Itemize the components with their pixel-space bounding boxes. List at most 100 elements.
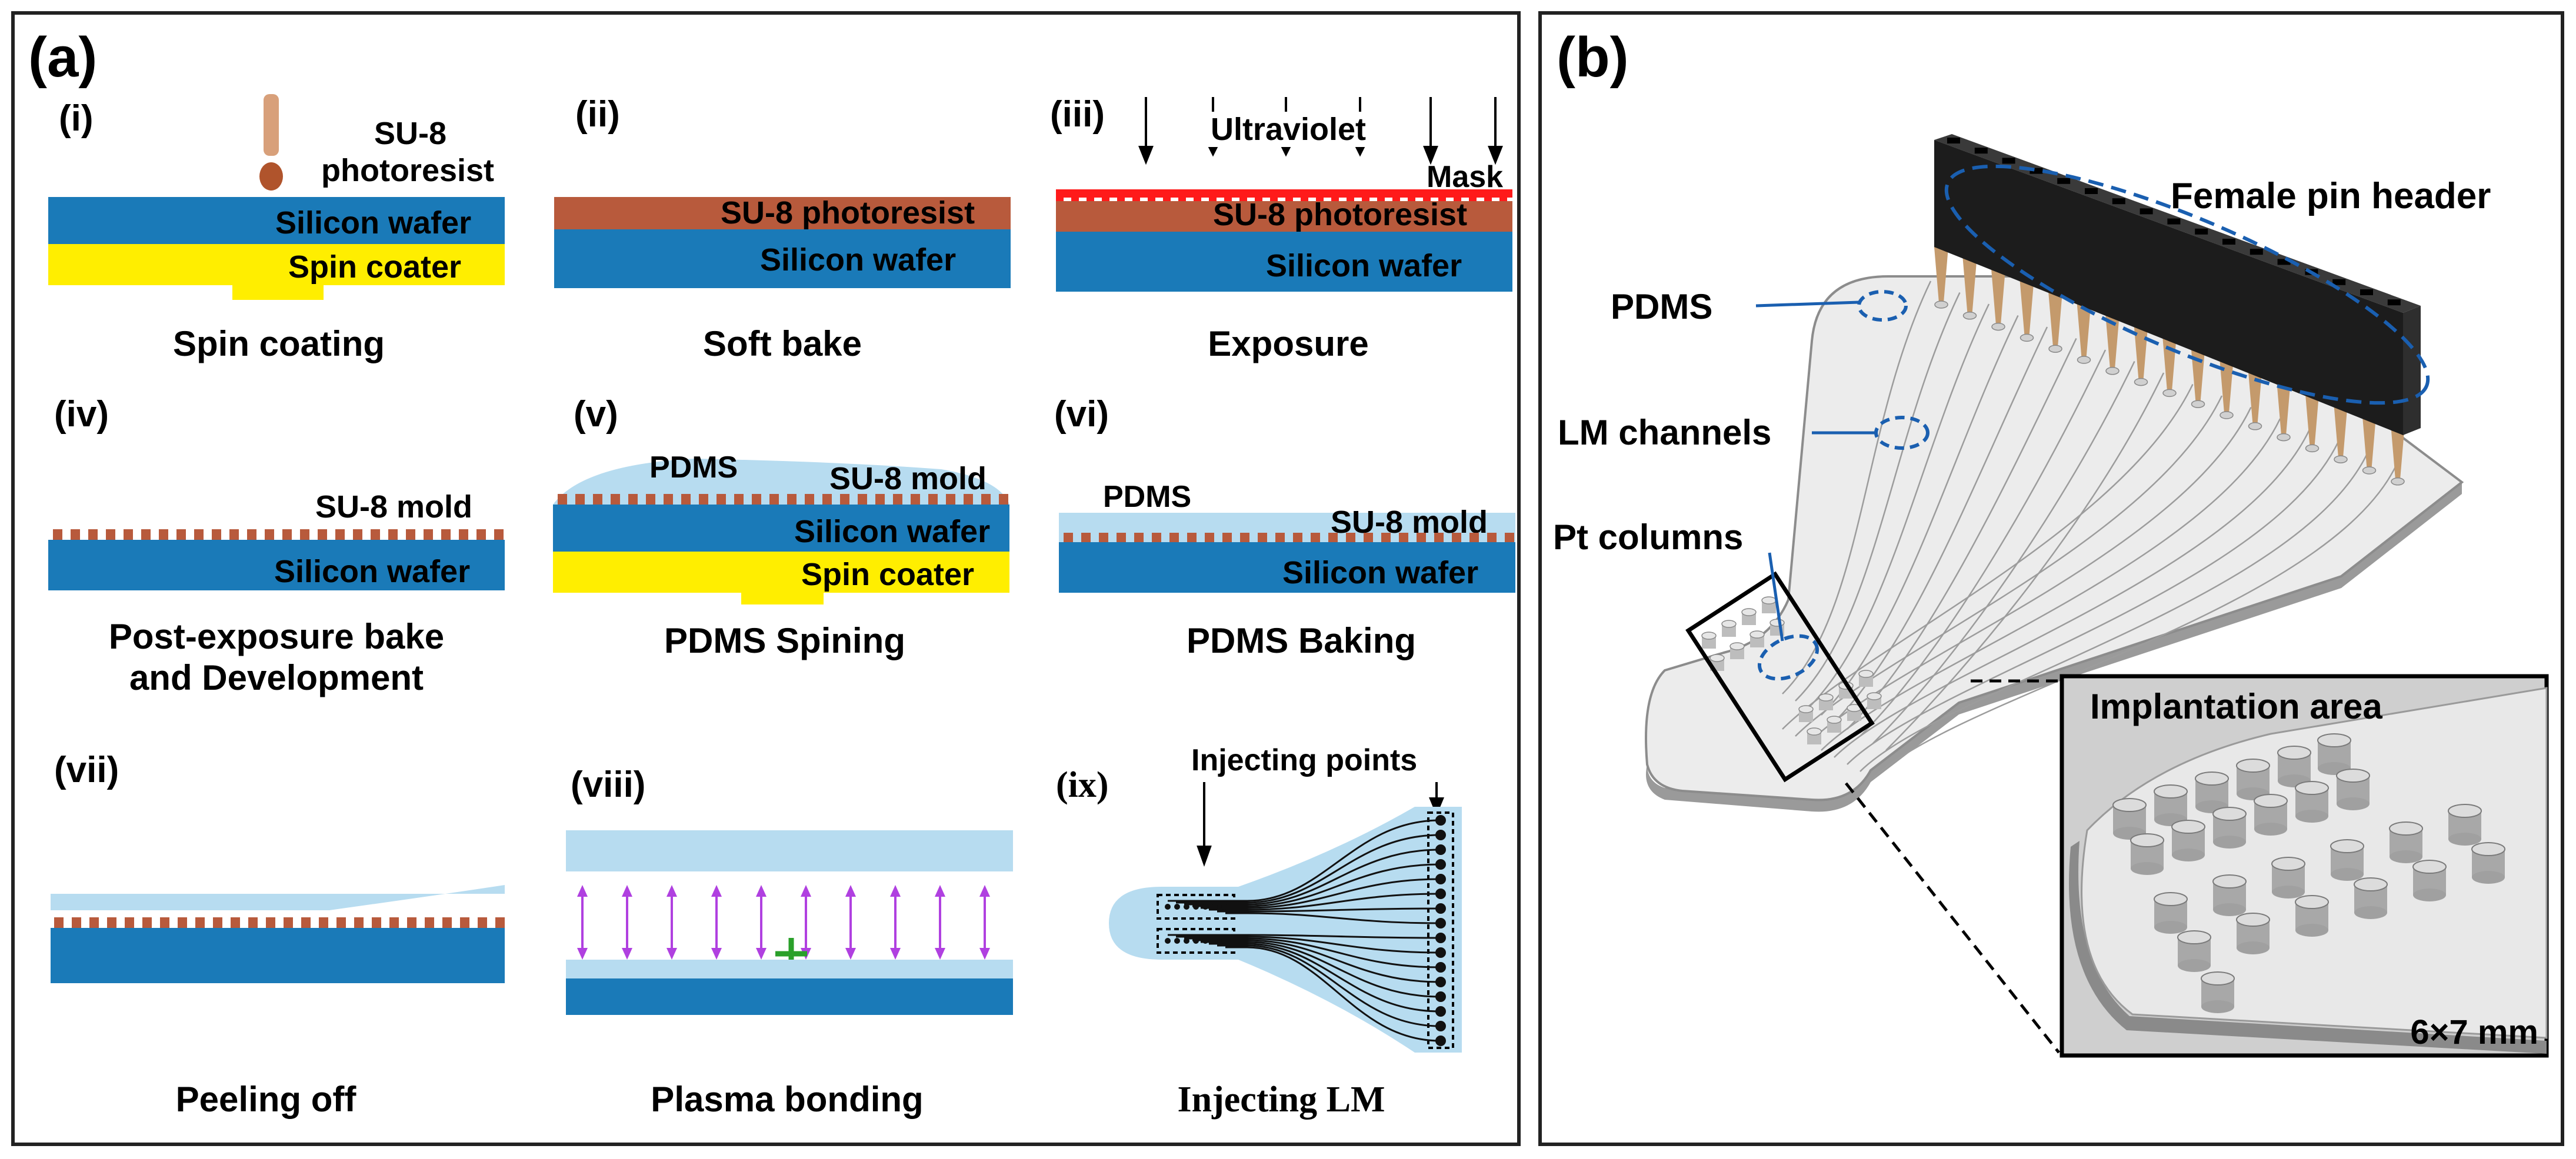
- header-front: [1934, 140, 2403, 435]
- su8-layer: [554, 197, 1011, 229]
- su8-mold-bump: [353, 529, 362, 540]
- pin-pad: [2191, 400, 2205, 408]
- panel-a-label: (a): [28, 26, 97, 89]
- inset-pt-column-base: [2337, 797, 2370, 810]
- pin-pad: [2020, 333, 2034, 342]
- lm-channel-trace: [1795, 292, 1961, 702]
- su8-mold-bump: [407, 917, 416, 928]
- header-pin: [2305, 390, 2320, 447]
- su8-mold-bump: [301, 917, 311, 928]
- lm-channel-trace: [1859, 452, 2368, 772]
- lm-channel-trace: [1834, 429, 2310, 758]
- plasma-arrow-head-down: [890, 948, 901, 960]
- su8-mold-bump: [1505, 533, 1514, 542]
- inset-pt-column-base: [2201, 1000, 2234, 1013]
- su8-mold-bump: [699, 494, 708, 505]
- mask-tooth: [1224, 198, 1232, 202]
- su8-mold-bump: [822, 494, 832, 505]
- su8-mold-bump: [1417, 533, 1426, 542]
- lm-channel-trace: [1821, 418, 2281, 751]
- su8-mold-pattern: [54, 917, 505, 928]
- inset-pt-column-top: [2254, 794, 2288, 808]
- plasma-arrow-head-down: [711, 948, 722, 960]
- electrode-dot: [1174, 938, 1180, 944]
- inset-pt-column-base: [2213, 836, 2246, 849]
- inset-pt-column-base: [2272, 886, 2305, 899]
- header-hole: [2277, 259, 2291, 265]
- lm-channel-line: [1225, 912, 1441, 924]
- channel-notch: [574, 871, 584, 882]
- channel-notch: [654, 871, 664, 882]
- panel-b-label: (b): [1557, 26, 1629, 89]
- su8-mold-bump: [1222, 533, 1232, 542]
- spin-coater-label: Spin coater: [801, 557, 974, 592]
- su8-mold-bump: [72, 917, 81, 928]
- lm-channel-trace: [1872, 360, 2135, 744]
- mask-tooth: [1117, 198, 1125, 202]
- su8-label-line2: photoresist: [321, 153, 494, 188]
- mask-tooth: [1285, 198, 1293, 202]
- step-viii: (viii) Plasma bonding: [566, 764, 1013, 1119]
- mask-tooth: [1056, 198, 1064, 202]
- channel-notch: [594, 871, 604, 882]
- mask-label: Mask: [1427, 160, 1503, 194]
- mask-tooth: [1484, 198, 1492, 202]
- step-ii-number: (ii): [575, 94, 620, 135]
- silicon-wafer-layer: [48, 197, 505, 244]
- step-iv: (iv) SU-8 mold Silicon wafer Post-exposu…: [48, 394, 505, 697]
- su8-mold-bump: [1328, 533, 1338, 542]
- su8-mold-bump: [752, 494, 761, 505]
- plasma-arrow-head-down: [577, 948, 588, 960]
- inset-pt-column-base: [2172, 849, 2205, 861]
- lm-channel-line: [1192, 939, 1441, 983]
- su8-mold-bump: [1205, 533, 1214, 542]
- lm-channel-trace: [1821, 315, 2019, 716]
- step-i-number: (i): [59, 98, 94, 139]
- su8-mold-bump: [441, 529, 451, 540]
- plasma-arrow-head-up: [711, 885, 722, 897]
- injection-point-dot: [1435, 815, 1446, 826]
- pt-column-top: [1858, 670, 1874, 678]
- pin-pad: [2391, 477, 2405, 486]
- implantation-area-label: Implantation area: [2090, 687, 2382, 726]
- su8-mold-bump: [248, 917, 258, 928]
- injecting-points-label: Injecting points: [1191, 743, 1417, 777]
- pt-column-top: [1798, 705, 1814, 713]
- pin-pad: [2362, 466, 2377, 475]
- su8-mold-bump: [805, 494, 814, 505]
- su8-mold-bump: [558, 494, 567, 505]
- header-hole: [2195, 228, 2208, 235]
- silicon-wafer-label: Silicon wafer: [274, 554, 470, 589]
- su8-mold-bump: [646, 494, 655, 505]
- su8-mold-bump: [372, 917, 381, 928]
- su8-mold-bump: [840, 494, 849, 505]
- mask-tooth: [1163, 198, 1171, 202]
- plasma-arrow-head-down: [935, 948, 945, 960]
- channel-notch: [914, 871, 924, 882]
- lm-channel-trace: [1847, 441, 2340, 765]
- channel-notch: [614, 871, 624, 882]
- su8-mold-bump: [928, 494, 938, 505]
- inset-pt-column-top: [2412, 860, 2447, 874]
- inset-pt-column-base: [2295, 924, 2328, 937]
- pdms-top-layer: [566, 830, 1013, 871]
- su8-mold-pattern: [53, 529, 504, 540]
- lm-channel-line: [1168, 819, 1441, 902]
- pt-column-top: [1818, 693, 1834, 702]
- pt-column-top: [1741, 608, 1757, 616]
- pin-pad: [2334, 455, 2348, 463]
- injecting-arrows: [1197, 782, 1444, 867]
- step-vii: (vii) Peeling off: [51, 750, 505, 1119]
- inset-pt-column-top: [2177, 930, 2211, 944]
- su8-mold-bump: [141, 529, 151, 540]
- plasma-arrow-head-down: [845, 948, 856, 960]
- su8-mold-bump: [964, 494, 973, 505]
- uv-label: Ultraviolet: [1211, 112, 1366, 147]
- channel-notch: [814, 871, 824, 882]
- su8-mold-bump: [476, 529, 486, 540]
- uv-arrows: [1138, 97, 1503, 165]
- step-vii-number: (vii): [54, 750, 119, 790]
- su8-mold-bump: [107, 917, 116, 928]
- su8-mold-bump: [442, 917, 452, 928]
